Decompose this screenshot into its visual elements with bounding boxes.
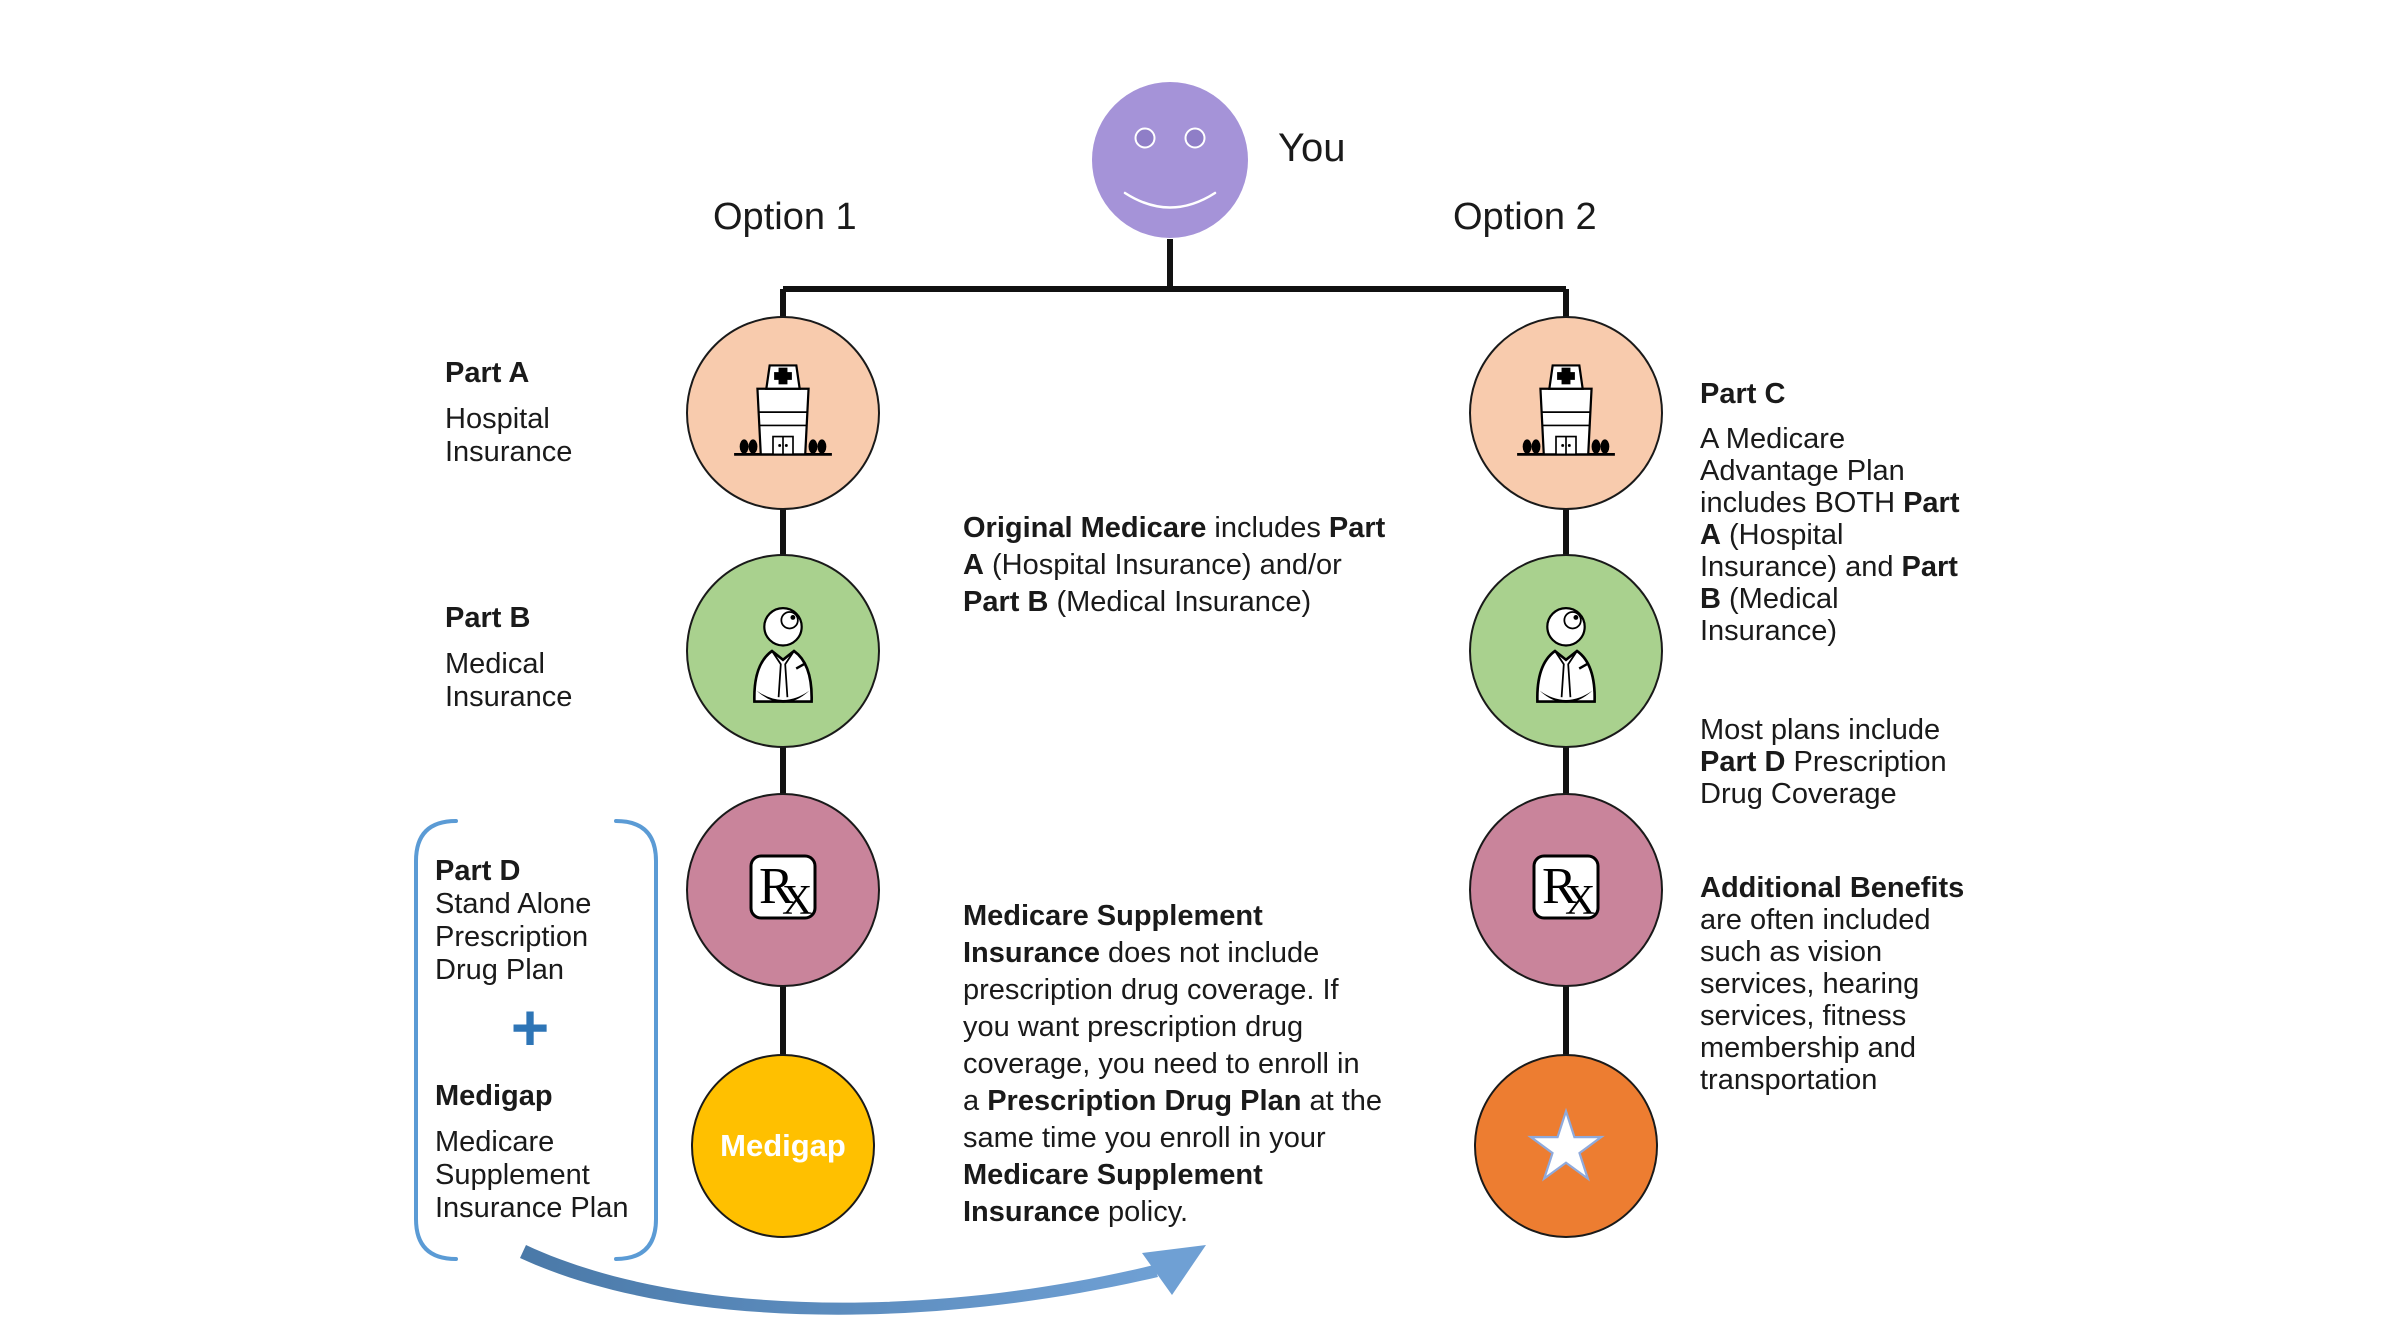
option1-label: Option 1 <box>713 196 857 238</box>
part-b-title: Part B <box>445 602 531 634</box>
svg-text:X: X <box>1565 878 1595 924</box>
prescription-rx-icon: R X <box>749 854 817 924</box>
part-c-hospital-circle <box>1469 316 1663 510</box>
hospital-icon <box>1517 364 1615 456</box>
part-b-label: Part B Medical Insurance <box>445 602 572 714</box>
part-b-circle <box>686 554 880 748</box>
part-a-title: Part A <box>445 357 530 389</box>
you-label: You <box>1278 126 1346 170</box>
svg-text:R: R <box>1542 858 1577 915</box>
part-c-label: Part C A Medicare Advantage Plan include… <box>1700 378 2000 647</box>
medigap-circle-label: Medigap <box>720 1128 846 1163</box>
part-b-subtitle: Medical Insurance <box>445 648 573 713</box>
medigap-title: Medigap <box>435 1080 553 1112</box>
doctor-icon <box>753 607 813 703</box>
part-d-label: Part D Stand Alone Prescription Drug Pla… <box>435 855 591 987</box>
part-a-subtitle: Hospital Insurance <box>445 403 573 468</box>
medigap-subtitle: Medicare Supplement Insurance Plan <box>435 1126 629 1224</box>
medicare-supplement-note: Medicare Supplement Insurance does not i… <box>963 900 1383 1228</box>
svg-text:X: X <box>782 878 812 924</box>
part-a-circle <box>686 316 880 510</box>
additional-benefits-circle <box>1474 1054 1658 1238</box>
additional-benefits-note: Additional Benefits are often included s… <box>1700 872 1965 1096</box>
medigap-circle: Medigap <box>691 1054 875 1238</box>
bracket-shape <box>414 819 658 1261</box>
plus-icon: + <box>510 990 550 1064</box>
smiley-face-icon <box>1092 82 1248 238</box>
part-c-title: Part C <box>1700 378 1786 410</box>
doctor-icon <box>1536 607 1596 703</box>
star-icon <box>1527 1107 1605 1182</box>
part-d-coverage-note: Most plans include Part D Prescription D… <box>1700 714 1947 810</box>
part-c-description: A Medicare Advantage Plan includes BOTH … <box>1700 423 1960 647</box>
part-a-label: Part A Hospital Insurance <box>445 357 572 469</box>
part-c-rx-circle: R X <box>1469 793 1663 987</box>
option2-label: Option 2 <box>1453 196 1597 238</box>
curved-arrow-icon <box>520 1245 1206 1315</box>
hospital-icon <box>734 364 832 456</box>
part-c-doctor-circle <box>1469 554 1663 748</box>
svg-text:R: R <box>759 858 794 915</box>
prescription-rx-icon: R X <box>1532 854 1600 924</box>
medigap-label: Medigap Medicare Supplement Insurance Pl… <box>435 1080 628 1225</box>
part-d-subtitle: Stand Alone Prescription Drug Plan <box>435 888 592 986</box>
part-d-rx-circle: R X <box>686 793 880 987</box>
original-medicare-note: Original Medicare includes Part A (Hospi… <box>963 512 1386 618</box>
part-d-title: Part D <box>435 855 521 887</box>
